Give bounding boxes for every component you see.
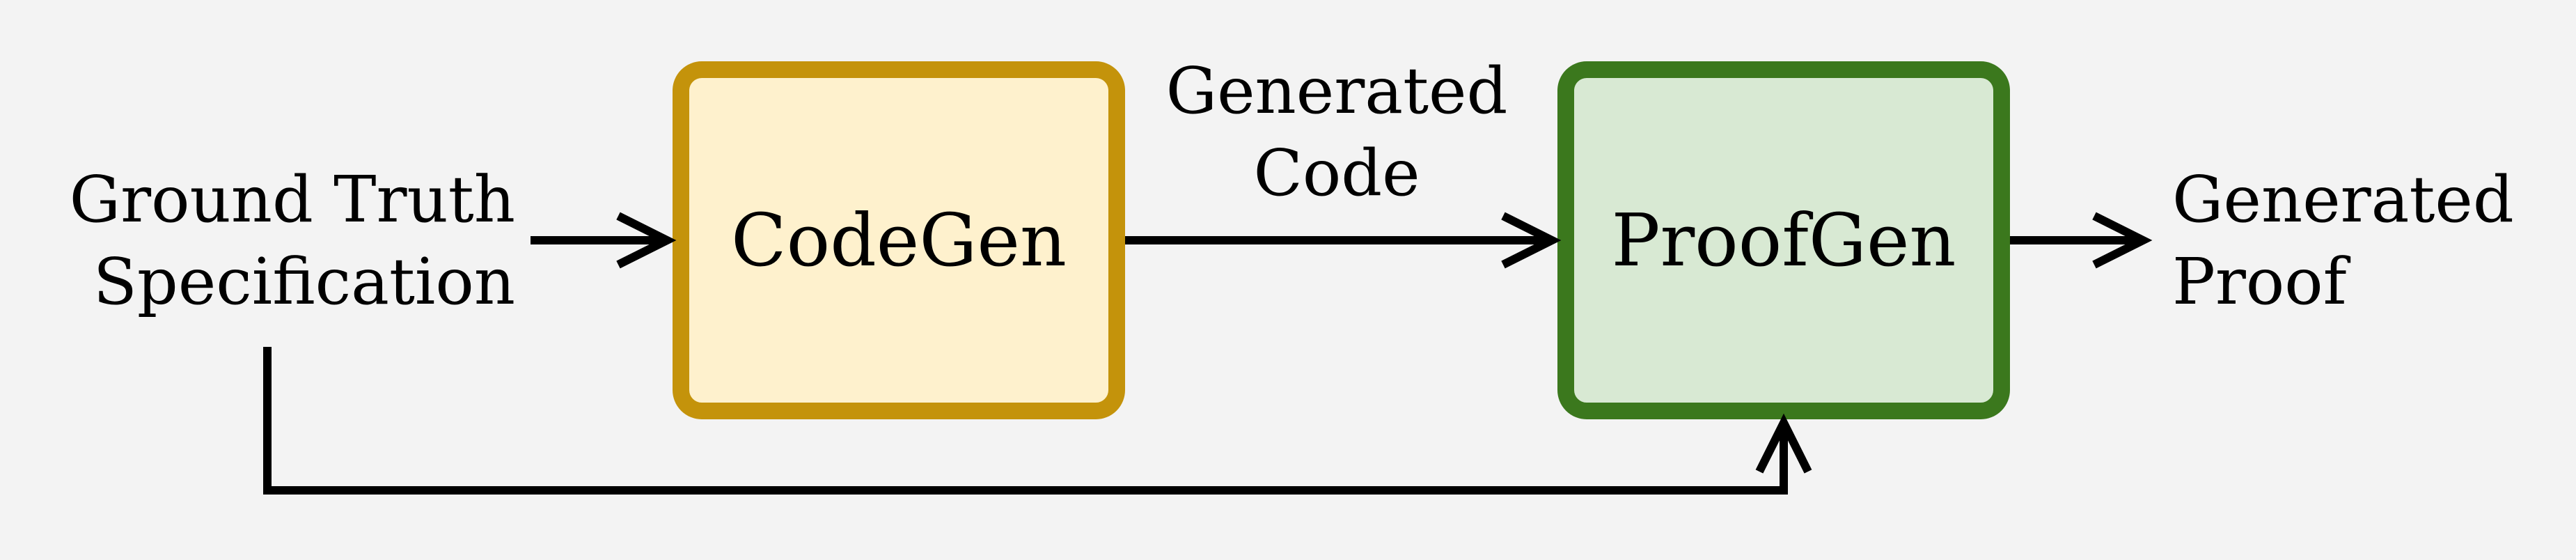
- generated-code-line-1: Generated: [1165, 54, 1508, 128]
- generated-code-label: Generated Code: [1128, 50, 1546, 215]
- proofgen-label: ProofGen: [1611, 198, 1956, 283]
- generated-proof-label: Generated Proof: [2172, 159, 2534, 323]
- arrow-spec-to-proofgen: [263, 347, 1788, 495]
- codegen-box: CodeGen: [673, 61, 1125, 419]
- generated-code-line-2: Code: [1253, 136, 1420, 210]
- spec-line-1: Ground Truth: [69, 162, 515, 237]
- proofgen-box: ProofGen: [1557, 61, 2010, 419]
- arrowhead-spec-to-codegen: [616, 212, 677, 269]
- generated-proof-line-2: Proof: [2172, 244, 2347, 319]
- generated-proof-line-1: Generated: [2172, 162, 2514, 237]
- arrowhead-spec-to-proofgen: [1755, 413, 1812, 474]
- spec-line-2: Specification: [93, 244, 515, 319]
- codegen-label: CodeGen: [731, 198, 1067, 283]
- arrowhead-proofgen-to-proof: [2092, 212, 2153, 269]
- arrowhead-codegen-to-proofgen: [1501, 212, 1562, 269]
- ground-truth-specification-label: Ground Truth Specification: [56, 159, 515, 323]
